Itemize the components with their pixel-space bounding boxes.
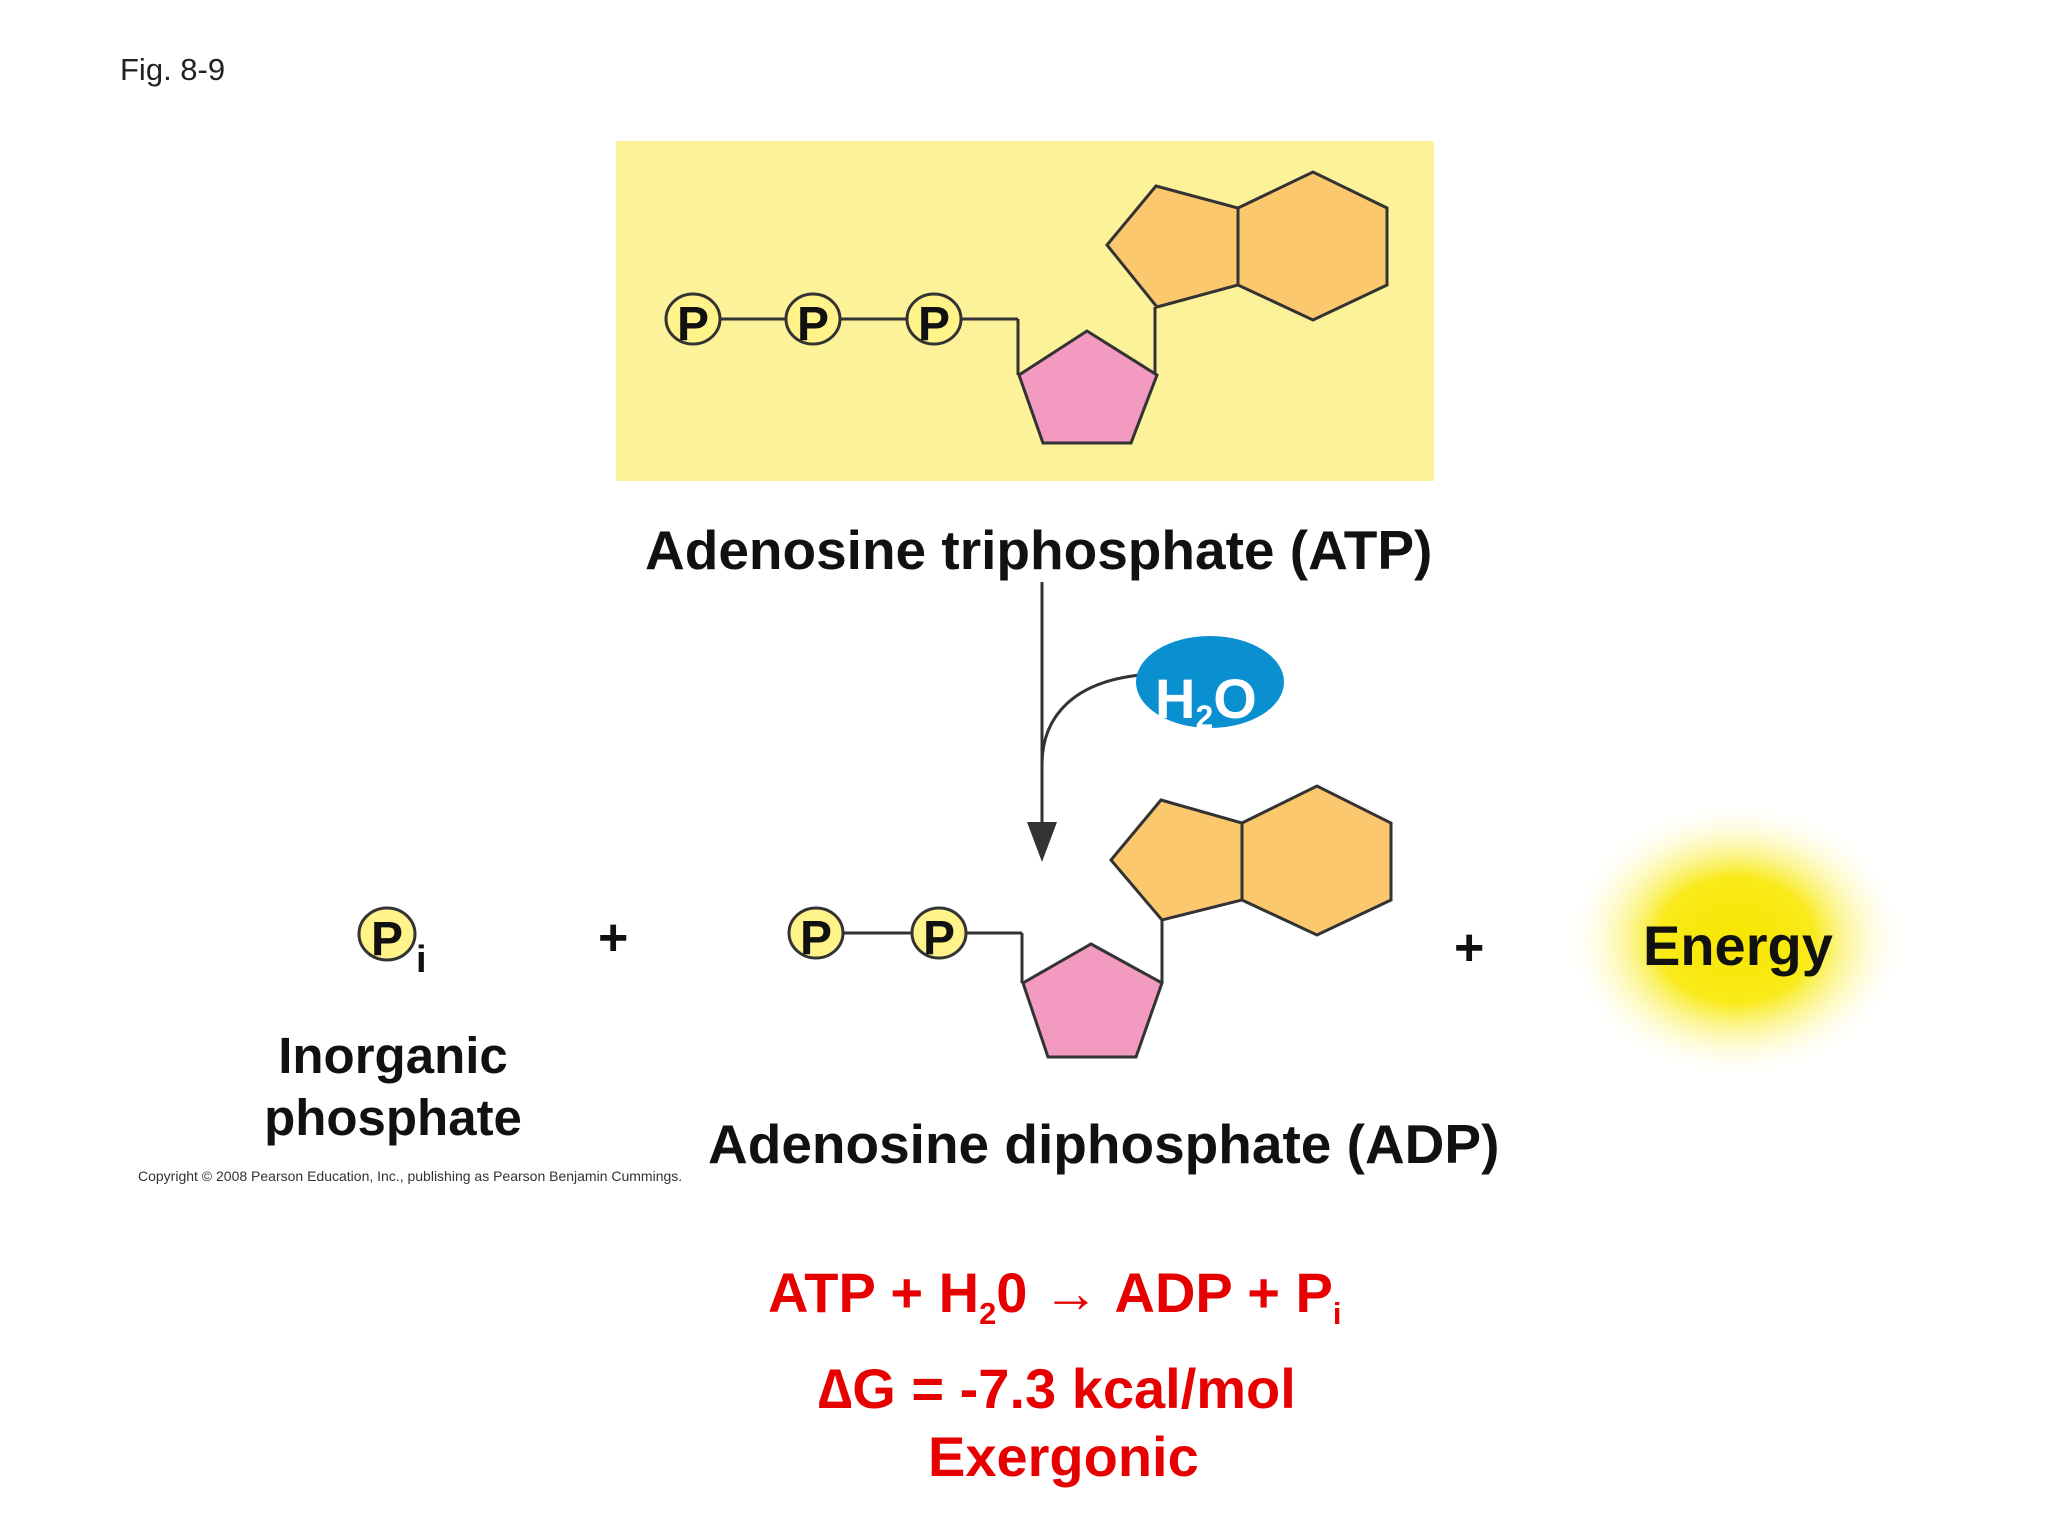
- atp-adenine-hexagon: [1236, 170, 1389, 322]
- adp-phosphate-1: [787, 906, 845, 960]
- adp-caption: Adenosine diphosphate (ADP): [708, 1113, 1500, 1175]
- water-input-curve: [1040, 673, 1141, 766]
- reaction-arrow-icon: →: [1042, 1261, 1099, 1324]
- reaction-type: Exergonic: [928, 1425, 1199, 1488]
- adp-adenine-hexagon: [1240, 784, 1393, 937]
- adp-phosphate-1-label: P: [800, 912, 832, 965]
- inorganic-phosphate-caption-line1: Inorganic: [278, 1027, 508, 1084]
- atp-phosphate-1: [664, 292, 722, 346]
- hydrolysis-arrow: [1027, 582, 1141, 862]
- adp-ribose: [1021, 942, 1164, 1059]
- delta-symbol: ∆: [818, 1357, 853, 1420]
- atp-phosphate-2-label: P: [797, 298, 829, 351]
- reaction-equation: ATP + H20 → ADP + Pi: [768, 1261, 1342, 1332]
- inorganic-phosphate-caption: Inorganic phosphate: [258, 1025, 528, 1149]
- plus-sign-1: +: [598, 909, 629, 967]
- atp-ribose: [1017, 329, 1159, 445]
- atp-molecule: [664, 170, 1389, 445]
- atp-phosphate-1-label: P: [677, 298, 709, 351]
- inorganic-phosphate-caption-line2: phosphate: [264, 1089, 522, 1146]
- inorganic-phosphate-letter: P: [371, 913, 403, 966]
- atp-phosphate-2: [784, 292, 842, 346]
- adp-molecule: [787, 784, 1393, 1059]
- plus-sign-2: +: [1454, 919, 1485, 977]
- figure-label: Fig. 8-9: [120, 52, 226, 87]
- copyright-notice: Copyright © 2008 Pearson Education, Inc.…: [138, 1168, 683, 1184]
- water-label: H2O: [1155, 667, 1257, 735]
- delta-g-line: ∆G = -7.3 kcal/mol: [818, 1357, 1296, 1420]
- arrow-head-icon: [1027, 822, 1057, 862]
- atp-adenine-pentagon: [1105, 184, 1240, 309]
- inorganic-phosphate-subscript: i: [416, 939, 427, 981]
- adp-adenine-pentagon: [1109, 798, 1244, 922]
- atp-phosphate-3-label: P: [918, 298, 950, 351]
- energy-glow: [1564, 800, 1908, 1080]
- adp-phosphate-2-label: P: [923, 912, 955, 965]
- inorganic-phosphate: [357, 906, 417, 962]
- adp-phosphate-2: [910, 906, 968, 960]
- atp-phosphate-3: [905, 292, 963, 346]
- water-bubble: [1136, 636, 1284, 728]
- atp-caption: Adenosine triphosphate (ATP): [645, 519, 1433, 581]
- energy-label: Energy: [1643, 914, 1833, 977]
